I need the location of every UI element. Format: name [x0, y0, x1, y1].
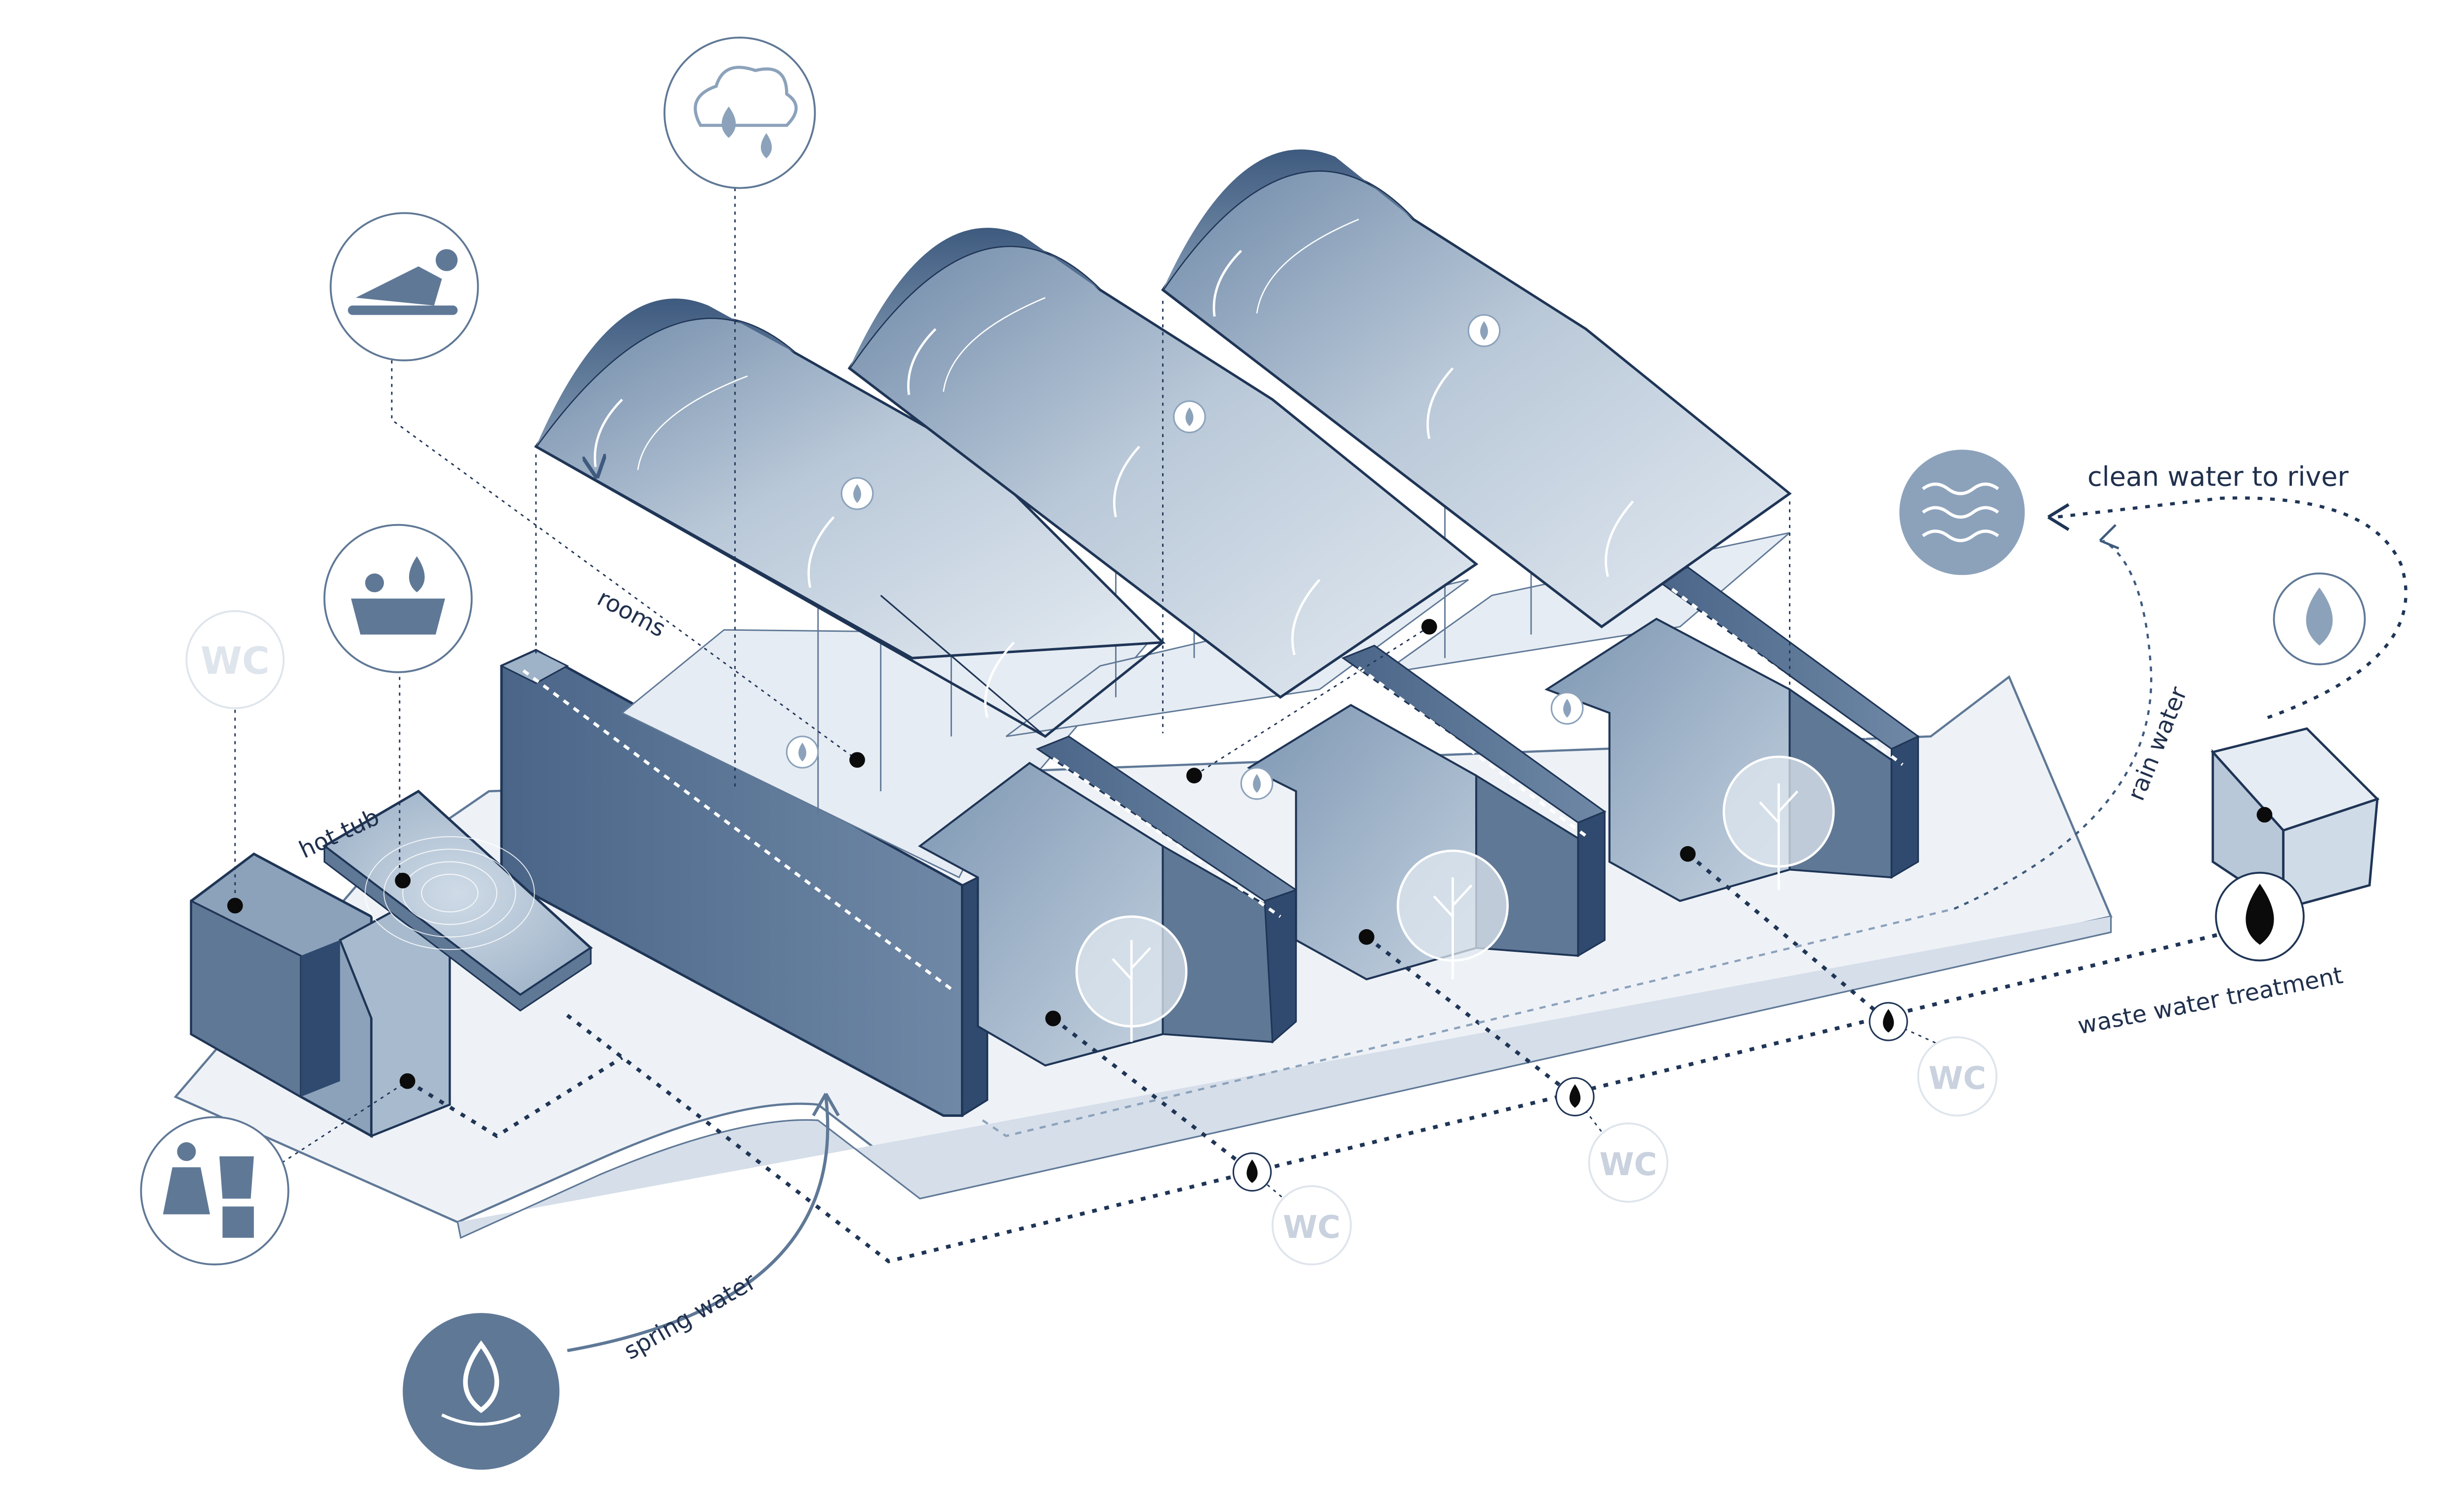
- label-spring-water: spring water: [620, 1267, 761, 1365]
- wc-icon: WC: [185, 610, 285, 709]
- label-rooms: rooms: [593, 584, 670, 643]
- label-waste-water: waste water treatment: [2076, 962, 2345, 1040]
- spring-water-arrow: [567, 1097, 830, 1352]
- pipe-nodes: [227, 618, 2273, 1089]
- roof-3: [1161, 149, 1792, 628]
- waste-water-drop-icon: [2215, 871, 2305, 962]
- roof-2: [847, 228, 1479, 699]
- bath-icon: [323, 524, 473, 673]
- clean-water-pipe: [2056, 496, 2408, 719]
- changing-room-icon: [140, 1116, 290, 1266]
- wc-badges: WC WC WC: [1271, 1036, 1998, 1266]
- rain-cloud-icon: [664, 37, 816, 189]
- sauna-relax-icon: [330, 212, 479, 362]
- svg-text:WC: WC: [201, 639, 270, 683]
- label-rain-water: rain water: [2122, 683, 2193, 804]
- hot-tub-block: [322, 789, 593, 1012]
- waste-drop-nodes: [1232, 1002, 1908, 1192]
- svg-text:WC: WC: [1283, 1209, 1341, 1245]
- waste-water-pipe: [406, 852, 2260, 1264]
- spring-water-icon: [403, 1313, 560, 1470]
- svg-text:WC: WC: [1929, 1060, 1987, 1097]
- svg-text:WC: WC: [1599, 1146, 1657, 1183]
- water-drop-icon: [2273, 572, 2366, 665]
- river-waves-icon: [1899, 450, 2025, 575]
- label-clean-water: clean water to river: [2087, 461, 2349, 492]
- changing-pavilion: [190, 852, 451, 1139]
- tree-courtyards: [1075, 755, 1835, 1042]
- rain-water-pipe: [982, 539, 2153, 1138]
- waste-water-tank: [2210, 727, 2380, 911]
